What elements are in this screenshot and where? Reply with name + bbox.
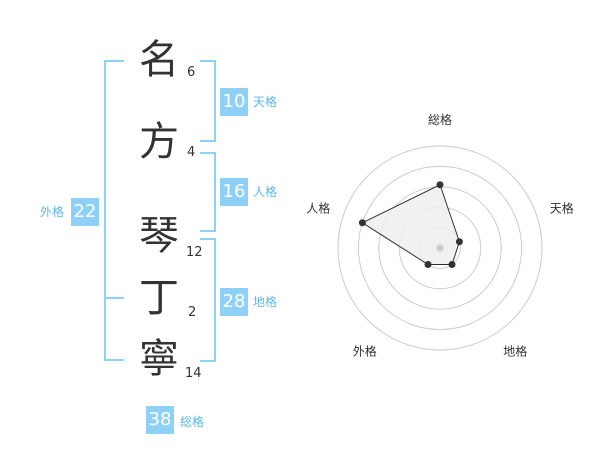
stroke-count-3: 12 <box>186 245 203 260</box>
radar-point <box>448 261 456 269</box>
gaikaku-bracket-split <box>104 297 124 299</box>
radar-axis-label: 地格 <box>503 344 527 359</box>
chikaku-label: 地格 <box>253 295 278 309</box>
stroke-count-4: 2 <box>188 305 197 320</box>
gaikaku-value: 22 <box>71 198 99 226</box>
name-char-1: 名 <box>139 37 179 83</box>
radar-axis-label: 天格 <box>550 200 574 215</box>
radar-center-dot <box>436 244 444 252</box>
stroke-count-2: 4 <box>187 145 196 160</box>
name-char-4: 丁 <box>139 275 179 321</box>
gaikaku-label: 外格 <box>40 205 65 219</box>
tenkaku-bracket <box>200 60 216 142</box>
name-char-2: 方 <box>139 119 179 165</box>
stroke-count-5: 14 <box>185 366 202 381</box>
radar-axis-label: 総格 <box>428 112 452 127</box>
gaikaku-bracket <box>104 60 124 361</box>
name-char-5: 寧 <box>139 336 179 382</box>
stroke-count-1: 6 <box>187 65 196 80</box>
soukaku-value: 38 <box>146 406 174 434</box>
jinkaku-label: 人格 <box>253 185 278 199</box>
radar-point <box>424 261 432 269</box>
name-char-3: 琴 <box>139 213 179 259</box>
tenkaku-value: 10 <box>220 88 248 116</box>
chikaku-bracket <box>200 238 216 362</box>
radar-point <box>455 238 463 246</box>
radar-axis-label: 人格 <box>306 200 330 215</box>
radar-axis-label: 外格 <box>353 344 377 359</box>
radar-grid-ring <box>357 165 523 331</box>
tenkaku-label: 天格 <box>253 95 278 109</box>
radar-point <box>436 181 444 189</box>
radar-polygon <box>361 184 460 266</box>
chikaku-value: 28 <box>220 288 248 316</box>
radar-point <box>358 219 366 227</box>
soukaku-label: 総格 <box>180 415 205 429</box>
jinkaku-value: 16 <box>220 178 248 206</box>
radar-grid-ring <box>337 145 543 351</box>
jinkaku-bracket <box>200 152 216 232</box>
